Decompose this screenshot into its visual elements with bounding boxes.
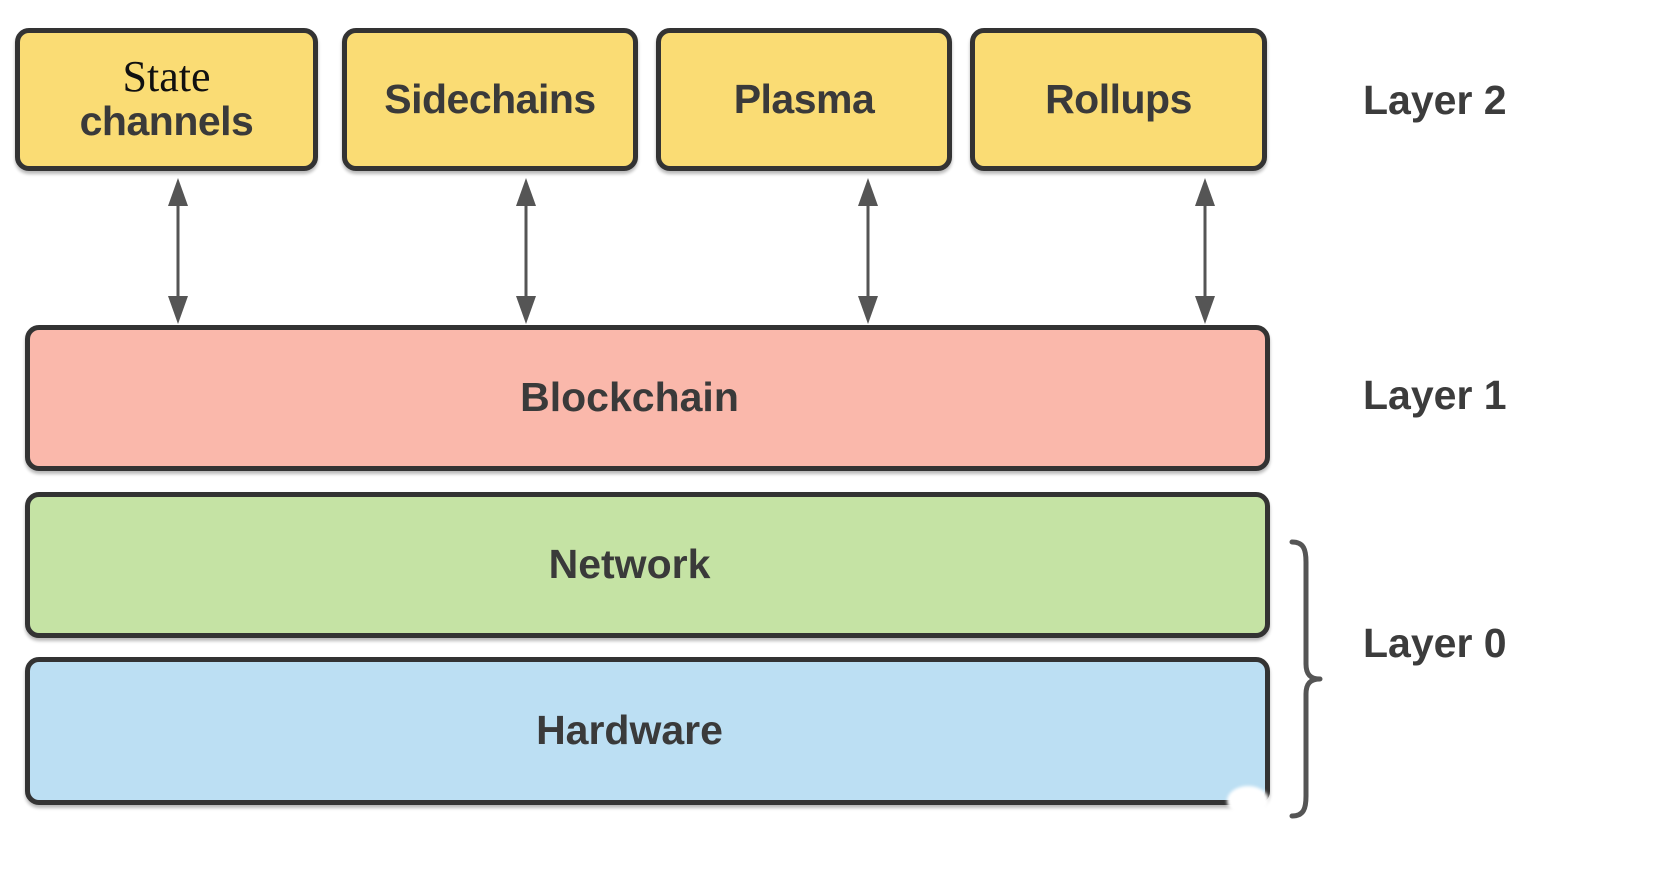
curly-brace-icon-layer0	[1286, 538, 1332, 820]
node-plasma[interactable]: Plasma	[656, 28, 952, 171]
node-label-hardware: Hardware	[536, 707, 723, 754]
node-label-sidechains: Sidechains	[384, 75, 596, 122]
node-label-blockchain: Blockchain	[520, 374, 739, 421]
node-label-line-1: State	[122, 51, 211, 101]
layer-label-layer-0: Layer 0	[1363, 620, 1507, 666]
layer-label-layer-2: Layer 2	[1363, 77, 1507, 123]
node-label-network: Network	[548, 541, 711, 588]
node-blockchain[interactable]: Blockchain	[25, 325, 1270, 471]
double-arrow-icon-rollups	[1192, 178, 1218, 324]
node-hardware[interactable]: Hardware	[25, 657, 1270, 805]
node-network[interactable]: Network	[25, 492, 1270, 638]
layer-label-layer-1: Layer 1	[1363, 372, 1507, 418]
node-rollups[interactable]: Rollups	[970, 28, 1267, 171]
node-label-rollups: Rollups	[1045, 75, 1192, 122]
node-sidechains[interactable]: Sidechains	[342, 28, 638, 171]
render-artifact	[1227, 786, 1269, 816]
node-label-state-channels: State channels	[20, 51, 313, 144]
double-arrow-icon-plasma	[855, 178, 881, 324]
node-label-line-2: channels	[79, 97, 254, 144]
double-arrow-icon-sidechains	[513, 178, 539, 324]
node-label-plasma: Plasma	[733, 75, 875, 122]
double-arrow-icon-state-channels	[165, 178, 191, 324]
node-state-channels[interactable]: State channels	[15, 28, 318, 171]
